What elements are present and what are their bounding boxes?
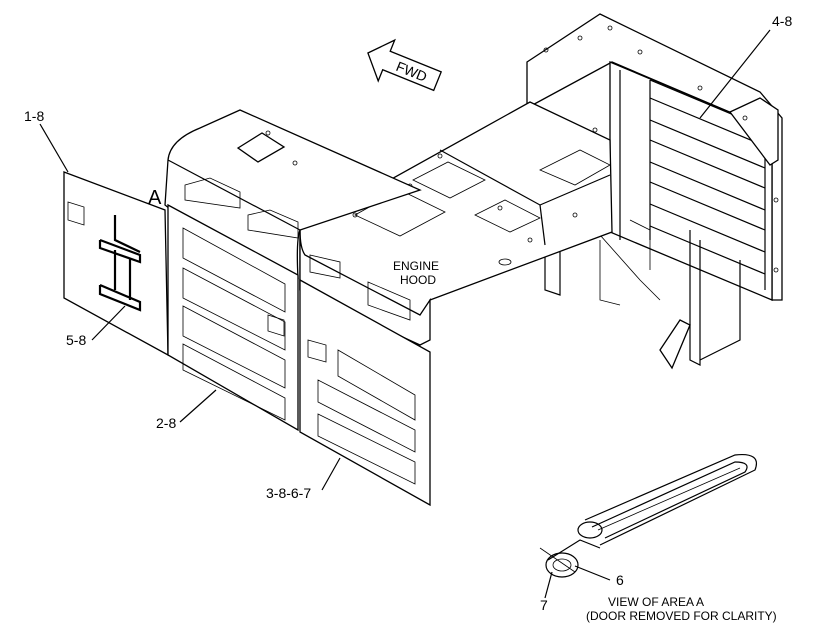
forward-arrow: [367, 38, 443, 92]
callout-7: 7: [540, 597, 548, 613]
engine-hood-label-line2: HOOD: [400, 273, 436, 287]
callout-6: 6: [616, 572, 624, 588]
callout-2-8: 2-8: [156, 415, 176, 431]
engine-hood-label-line1: ENGINE: [393, 259, 439, 273]
door-panel-2-8: [167, 203, 299, 432]
latch-detail-view: [539, 453, 757, 578]
rear-hood-section: [164, 109, 422, 280]
callout-3-8-6-7: 3-8-6-7: [266, 485, 311, 501]
hood-side-upper: [299, 229, 431, 346]
area-marker-a: A: [148, 187, 162, 209]
callout-1-8: 1-8: [24, 108, 44, 124]
callout-5-8: 5-8: [66, 332, 86, 348]
door-panel-3-8-6-7: [299, 278, 431, 507]
frame-assembly: [526, 13, 783, 370]
view-caption-line2: (DOOR REMOVED FOR CLARITY): [586, 609, 777, 623]
view-caption-line1: VIEW OF AREA A: [608, 595, 704, 609]
callout-4-8: 4-8: [772, 13, 792, 29]
leader-lines: [39, 29, 771, 599]
